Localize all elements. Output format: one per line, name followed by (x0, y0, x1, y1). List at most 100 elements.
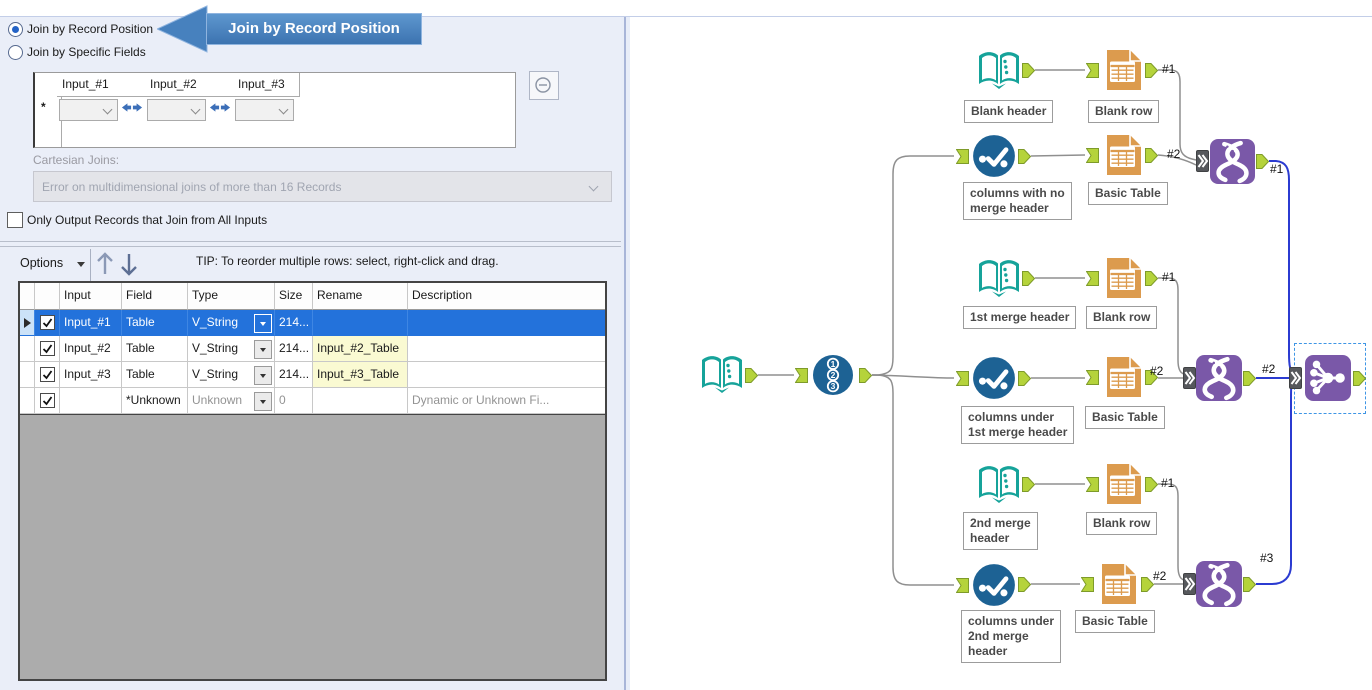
cell-input[interactable] (60, 388, 122, 414)
cell-field[interactable]: Table (122, 336, 188, 362)
table-row[interactable]: *Unknown Unknown 0 Dynamic or Unknown Fi… (20, 388, 605, 414)
move-up-arrow-icon[interactable] (95, 249, 115, 277)
options-button[interactable]: Options (20, 256, 64, 270)
output-anchor-icon[interactable] (859, 368, 872, 383)
cell-description[interactable] (408, 310, 605, 336)
input-anchor-icon[interactable] (1086, 148, 1099, 163)
multi-input-anchor-icon[interactable] (1183, 367, 1196, 389)
tool-table-blank-row-bottom[interactable] (1100, 462, 1144, 509)
cell-size[interactable]: 214... (275, 362, 313, 388)
cell-rename[interactable]: Input_#3_Table (313, 362, 408, 388)
output-anchor-icon[interactable] (1022, 271, 1035, 286)
swap-right-arrow-icon[interactable] (132, 102, 143, 113)
multi-input-anchor-icon[interactable] (1196, 150, 1209, 172)
row-checkbox[interactable] (39, 341, 55, 356)
tool-select-columns-under-1st[interactable] (971, 355, 1017, 404)
tool-table-basic-bottom[interactable] (1095, 562, 1139, 609)
cell-description[interactable] (408, 336, 605, 362)
join-field-combo-input3[interactable] (235, 99, 294, 121)
join-fields-grid[interactable]: Input_#1 Input_#2 Input_#3 * (33, 72, 516, 148)
tool-annotation[interactable]: Basic Table (1088, 182, 1168, 205)
tool-annotation[interactable]: columns under 2nd merge header (961, 610, 1062, 663)
output-anchor-icon[interactable] (1022, 477, 1035, 492)
cell-description[interactable]: Dynamic or Unknown Fi... (408, 388, 605, 414)
join-field-combo-input2[interactable] (147, 99, 206, 121)
cell-type[interactable]: V_String (188, 310, 275, 336)
cell-description[interactable] (408, 362, 605, 388)
cell-size[interactable]: 214... (275, 310, 313, 336)
cell-size[interactable]: 0 (275, 388, 313, 414)
output-anchor-icon[interactable] (1353, 371, 1366, 386)
cell-input[interactable]: Input_#3 (60, 362, 122, 388)
cell-input[interactable]: Input_#2 (60, 336, 122, 362)
tool-select-columns-under-2nd[interactable] (971, 562, 1017, 611)
radio-join-by-record-position[interactable] (8, 22, 23, 37)
tool-union-mid[interactable] (1196, 355, 1242, 404)
tool-union-bottom[interactable] (1196, 561, 1242, 610)
cell-field[interactable]: Table (122, 310, 188, 336)
table-row[interactable]: Input_#3 Table V_String 214... Input_#3_… (20, 362, 605, 388)
cell-size[interactable]: 214... (275, 336, 313, 362)
tool-union-top[interactable] (1210, 139, 1255, 187)
cell-type[interactable]: V_String (188, 362, 275, 388)
tool-text-input-1st-merge-header[interactable] (977, 256, 1021, 303)
output-anchor-icon[interactable] (1243, 371, 1256, 386)
tool-annotation[interactable]: columns under 1st merge header (961, 406, 1075, 444)
tool-annotation[interactable]: Blank row (1086, 512, 1158, 535)
options-caret-icon[interactable] (77, 262, 85, 267)
tool-annotation[interactable]: Blank row (1086, 306, 1158, 329)
output-anchor-icon[interactable] (1018, 371, 1031, 386)
multi-input-anchor-icon[interactable] (1289, 367, 1302, 389)
remove-join-row-button[interactable] (529, 71, 559, 100)
cell-rename[interactable] (313, 388, 408, 414)
tool-select-columns-no-merge[interactable] (971, 133, 1017, 182)
field-selection-table[interactable]: Input Field Type Size Rename Description… (18, 281, 607, 416)
output-anchor-icon[interactable] (1243, 577, 1256, 592)
row-checkbox[interactable] (39, 315, 55, 330)
cell-rename[interactable] (313, 310, 408, 336)
output-anchor-icon[interactable] (1145, 477, 1158, 492)
table-row[interactable]: Input_#2 Table V_String 214... Input_#2_… (20, 336, 605, 362)
multi-input-anchor-icon[interactable] (1183, 573, 1196, 595)
type-dropdown-button[interactable] (254, 314, 272, 333)
tool-annotation[interactable]: Blank row (1088, 100, 1160, 123)
join-field-combo-input1[interactable] (59, 99, 118, 121)
output-anchor-icon[interactable] (1018, 149, 1031, 164)
swap-left-arrow-icon[interactable] (121, 102, 132, 113)
input-anchor-icon[interactable] (956, 371, 969, 386)
tool-text-input-2nd-merge-header[interactable] (977, 462, 1021, 509)
output-anchor-icon[interactable] (1145, 63, 1158, 78)
tool-table-blank-row-top[interactable] (1100, 48, 1144, 95)
input-anchor-icon[interactable] (1086, 477, 1099, 492)
tool-table-basic-top[interactable] (1100, 133, 1144, 180)
input-anchor-icon[interactable] (795, 368, 808, 383)
tool-annotation[interactable]: 1st merge header (963, 306, 1077, 329)
cell-field[interactable]: Table (122, 362, 188, 388)
output-anchor-icon[interactable] (1022, 63, 1035, 78)
input-anchor-icon[interactable] (1086, 63, 1099, 78)
output-anchor-icon[interactable] (745, 368, 758, 383)
tool-text-input-blank-header[interactable] (977, 48, 1021, 95)
type-dropdown-button[interactable] (254, 366, 272, 385)
output-anchor-icon[interactable] (1018, 577, 1031, 592)
tool-annotation[interactable]: Basic Table (1075, 610, 1155, 633)
tool-annotation[interactable]: Basic Table (1085, 406, 1165, 429)
input-anchor-icon[interactable] (956, 149, 969, 164)
cell-input[interactable]: Input_#1 (60, 310, 122, 336)
tool-record-id[interactable] (811, 353, 855, 400)
tool-annotation[interactable]: columns with no merge header (963, 182, 1072, 220)
output-anchor-icon[interactable] (1145, 148, 1158, 163)
tool-text-input-source[interactable] (700, 352, 744, 399)
type-dropdown-button[interactable] (254, 392, 272, 411)
cell-type[interactable]: V_String (188, 336, 275, 362)
table-row[interactable]: Input_#1 Table V_String 214... (20, 310, 605, 336)
tool-table-blank-row-mid[interactable] (1100, 256, 1144, 303)
output-anchor-icon[interactable] (1145, 271, 1158, 286)
tool-annotation[interactable]: 2nd merge header (963, 512, 1038, 550)
tool-table-basic-mid[interactable] (1100, 355, 1144, 402)
swap-right-arrow-icon[interactable] (220, 102, 231, 113)
input-anchor-icon[interactable] (1086, 271, 1099, 286)
input-anchor-icon[interactable] (956, 578, 969, 593)
cell-rename[interactable]: Input_#2_Table (313, 336, 408, 362)
only-output-checkbox[interactable] (7, 212, 23, 228)
